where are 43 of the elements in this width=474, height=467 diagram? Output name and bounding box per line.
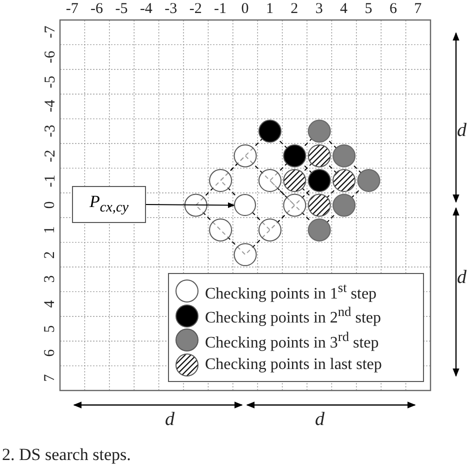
legend-text: Checking points in 1$^{st}$ step xyxy=(205,280,377,303)
axis-tick-label: -2 xyxy=(189,1,202,17)
axis-tick-label: 1 xyxy=(266,1,274,17)
legend-text: Checking points in 2$^{nd}$ step xyxy=(205,304,381,328)
axis-tick-label: 7 xyxy=(414,1,422,17)
axis-tick-label: -7 xyxy=(66,1,78,17)
point-label: P$_{cx,cy}$ xyxy=(89,192,129,217)
axis-tick-label: 0 xyxy=(42,202,58,209)
axis-tick-label: -6 xyxy=(90,1,104,17)
dimension-label: d xyxy=(315,410,324,428)
axis-tick-label: 2 xyxy=(42,250,58,258)
axis-tick-label: 1 xyxy=(42,226,58,234)
axis-tick-label: -4 xyxy=(140,1,152,17)
axis-tick-label: 3 xyxy=(42,276,58,284)
leader-line xyxy=(146,202,235,208)
axis-tick-label: 5 xyxy=(364,1,372,17)
axis-tick-label: -1 xyxy=(214,1,227,17)
axis-tick-label: -3 xyxy=(164,1,178,17)
label-box xyxy=(72,186,146,223)
axis-tick-label: 3 xyxy=(315,1,323,17)
axis-tick-label: 4 xyxy=(42,300,58,308)
axis-tick-label: 2 xyxy=(290,1,298,17)
legend-text: Checking points in 3$^{rd}$ step xyxy=(205,328,379,352)
axis-tick-label: 6 xyxy=(389,1,397,17)
axis-tick-label: -3 xyxy=(42,124,58,138)
caption: 2. DS search steps. xyxy=(2,446,131,464)
axis-tick-label: -1 xyxy=(42,174,58,187)
axis-tick-label: 5 xyxy=(42,325,58,332)
axis-tick-label: 6 xyxy=(42,350,58,358)
axis-tick-label: 4 xyxy=(340,1,348,17)
axis-tick-label: 7 xyxy=(42,374,58,382)
axis-tick-label: -6 xyxy=(42,50,58,64)
legend-text: Checking points in last step xyxy=(205,356,382,374)
axis-tick-label: -5 xyxy=(42,76,58,88)
axis-tick-label: -5 xyxy=(115,1,128,17)
axis-tick-label: -7 xyxy=(42,26,58,39)
axis-tick-label: -4 xyxy=(42,100,58,113)
dimension-label: d xyxy=(457,268,466,286)
checking-point xyxy=(234,194,256,216)
axis-tick-label: -2 xyxy=(42,150,58,162)
dimension-label: d xyxy=(457,120,466,140)
axis-tick-label: 0 xyxy=(241,1,249,17)
dimension-label: d xyxy=(165,410,174,428)
